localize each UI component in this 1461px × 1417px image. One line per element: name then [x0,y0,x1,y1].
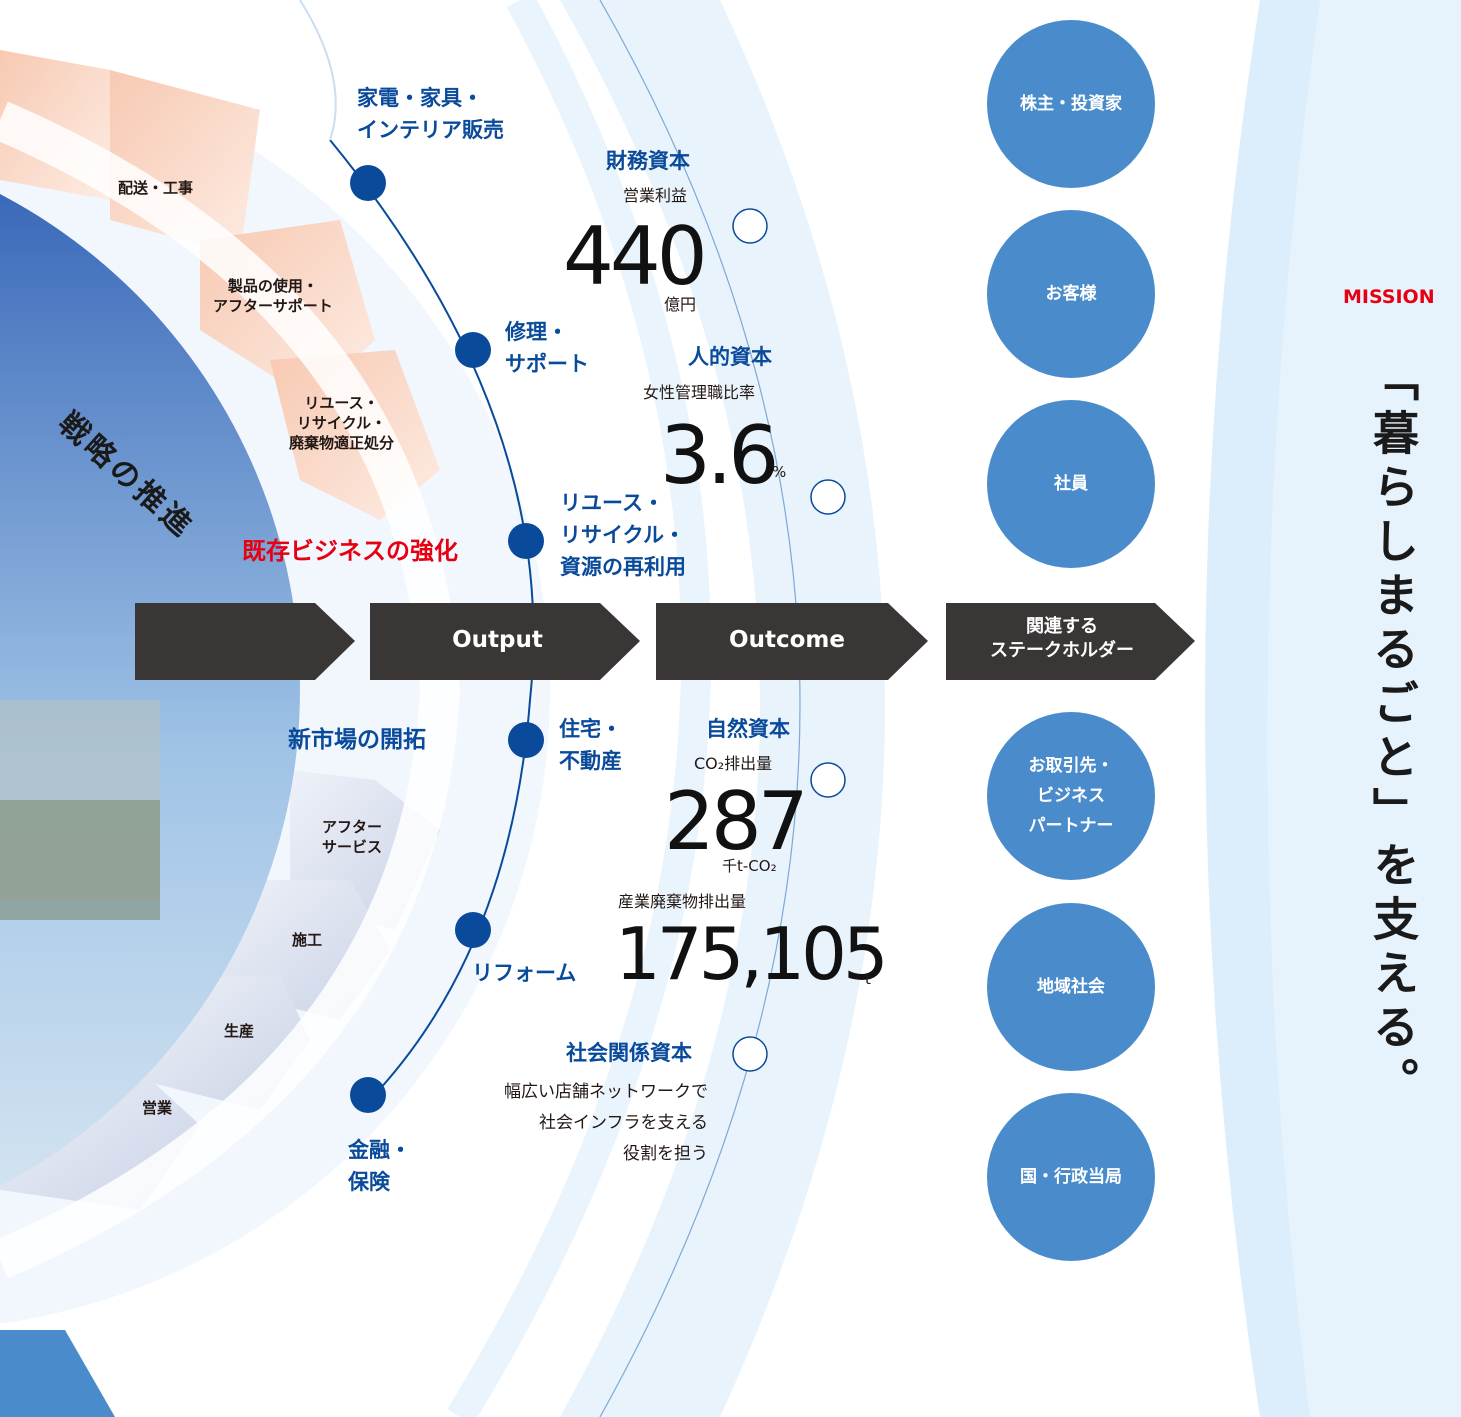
outcome-dot [732,208,768,244]
outcome-dot [810,762,846,798]
segment-label-sales: 営業 [142,1099,173,1117]
stakeholder-partners: お取引先・ ビジネス パートナー [987,712,1155,880]
stakeholder-government: 国・行政当局 [987,1093,1155,1261]
natural-unit2: t [865,970,871,988]
financial-title: 財務資本 [606,149,690,173]
outcome-dot [732,1036,768,1072]
human-unit: % [772,463,787,481]
natural-metric2: 産業廃棄物排出量 [618,892,747,911]
outer-ring [560,0,885,1417]
segment-label-delivery: 配送・工事 [118,179,194,197]
stakeholder-employees: 社員 [987,400,1155,568]
segment-label-recycle: リユース・ リサイクル・ 廃棄物適正処分 [289,394,395,452]
arrow-output-label: Output [452,627,543,653]
stakeholder-customers: お客様 [987,210,1155,378]
financial-unit: 億円 [664,295,697,314]
output-dot [455,912,491,948]
segment-label-production: 生産 [224,1022,255,1040]
segment-label-usage: 製品の使用・ アフターサポート [213,277,333,315]
natural-unit: 千t-CO₂ [722,857,777,875]
human-title: 人的資本 [688,345,772,369]
arrow-output [370,603,640,680]
natural-metric: CO₂排出量 [694,754,773,773]
segment-label-after-service: アフター サービス [322,818,383,856]
output-label-housing: 住宅・ 不動産 [559,717,622,773]
arrow-outcome [656,603,928,680]
output-label-repair: 修理・ サポート [505,320,589,376]
arrow-stakeholders [946,603,1195,680]
stakeholder-community: 地域社会 [987,903,1155,1071]
natural-title: 自然資本 [706,717,790,741]
financial-metric: 営業利益 [623,186,688,205]
output-dot [350,165,386,201]
human-value: 3.6 [660,409,779,502]
human-metric: 女性管理職比率 [643,383,756,402]
social-title: 社会関係資本 [566,1041,692,1065]
arrow-outcome-label: Outcome [729,627,845,653]
existing-business-label: 既存ビジネスの強化 [242,537,458,565]
natural-value2: 175,105 [615,912,889,996]
output-label-reuse: リユース・ リサイクル・ 資源の再利用 [560,491,686,579]
outcome-dot [810,479,846,515]
arrow-stakeholders-label: 関連する ステークホルダー [990,616,1134,661]
financial-value: 440 [563,210,708,303]
output-label-appliance: 家電・家具・ インテリア販売 [357,86,504,142]
new-market-label: 新市場の開拓 [288,727,426,753]
output-label-reform: リフォーム [472,961,577,985]
segment-label-construction: 施工 [292,931,323,949]
output-dot [508,523,544,559]
stakeholder-shareholders: 株主・投資家 [987,20,1155,188]
bottom-tab [0,1330,115,1417]
social-text: 幅広い店舗ネットワークで 社会インフラを支える 役割を担う [504,1082,708,1164]
output-dot [508,722,544,758]
mission-label: MISSION [1343,286,1435,308]
output-dot [455,332,491,368]
inner-photo-circle [0,194,300,1186]
arrow-1 [135,603,355,680]
natural-value: 287 [664,775,809,868]
output-dot [350,1077,386,1113]
mission-text: 「暮らしまるごと」を支える。 [1366,355,1420,1111]
output-label-finance: 金融・ 保険 [348,1138,411,1194]
